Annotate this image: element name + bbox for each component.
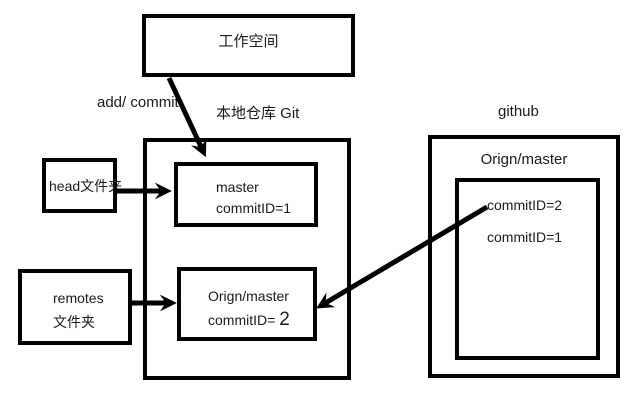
local-origin-commit-value: 2	[279, 309, 290, 330]
local-origin-commit-id: commitID= 2	[208, 308, 313, 332]
local-origin-commit-prefix: commitID=	[208, 312, 280, 328]
master-branch-box: master commitID=1	[174, 162, 318, 227]
remotes-folder-label-line1: remotes	[53, 290, 104, 306]
head-folder-label: head文件夹	[49, 177, 123, 194]
master-commit-id: commitID=1	[216, 200, 292, 216]
github-commits-box: commitID=2 commitID=1	[455, 178, 600, 360]
github-commit-1: commitID=1	[487, 229, 563, 245]
github-origin-master-title: Orign/master	[480, 151, 568, 168]
head-folder-box: head文件夹	[42, 158, 122, 213]
github-label: github	[498, 103, 539, 120]
master-branch-title: master	[216, 179, 259, 195]
remotes-folder-label-line2: 文件夹	[53, 314, 95, 330]
github-commit-2: commitID=2	[487, 197, 563, 213]
local-origin-title: Orign/master	[208, 288, 289, 304]
workspace-box: 工作空间	[142, 14, 355, 77]
local-repo-label: 本地仓库 Git	[216, 105, 300, 122]
add-commit-label: add/ commit	[97, 94, 179, 111]
workspace-label: 工作空间	[218, 33, 279, 50]
remotes-folder-box: remotes 文件夹	[18, 269, 132, 345]
local-origin-master-box: Orign/master commitID= 2	[177, 267, 317, 341]
